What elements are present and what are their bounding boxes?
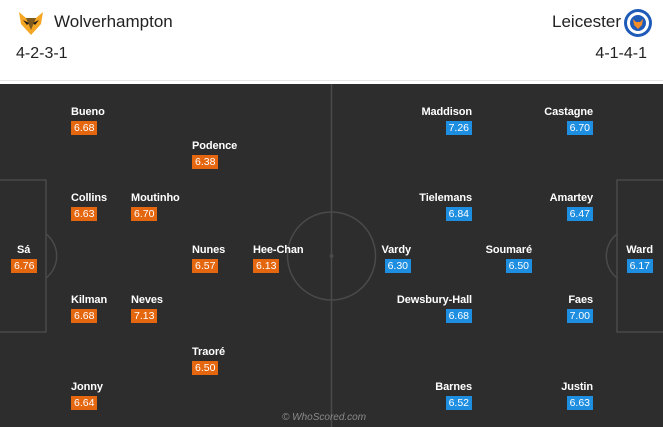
player-rating: 6.57 xyxy=(192,259,219,273)
player-name: Vardy xyxy=(381,244,412,256)
player-rating: 6.38 xyxy=(192,155,219,169)
player-rating: 6.84 xyxy=(445,207,472,221)
away-player-amartey[interactable]: Amartey 6.47 xyxy=(550,192,593,228)
player-name: Maddison xyxy=(421,106,472,118)
pitch-markings xyxy=(0,84,663,427)
player-rating: 7.00 xyxy=(566,309,593,323)
player-name: Justin xyxy=(561,381,593,393)
home-player-jonny[interactable]: Jonny 6.64 xyxy=(71,381,103,417)
player-rating: 6.50 xyxy=(505,259,532,273)
player-rating: 6.68 xyxy=(71,309,98,323)
home-player-podence[interactable]: Podence 6.38 xyxy=(192,140,237,176)
fox-crest-icon[interactable] xyxy=(623,8,653,38)
player-rating: 7.26 xyxy=(445,121,472,135)
player-rating: 6.63 xyxy=(566,396,593,410)
pitch: Bueno 6.68 Podence 6.38 Collins 6.63 Mou… xyxy=(0,84,663,427)
player-name: Nunes xyxy=(192,244,226,256)
wolf-head-icon[interactable] xyxy=(16,8,46,38)
player-name: Dewsbury-Hall xyxy=(396,294,472,306)
player-name: Tielemans xyxy=(419,192,472,204)
player-name: Kilman xyxy=(71,294,108,306)
player-name: Hee-Chan xyxy=(253,244,304,256)
player-rating: 6.76 xyxy=(11,259,38,273)
player-rating: 6.70 xyxy=(566,121,593,135)
player-name: Neves xyxy=(131,294,163,306)
home-player-neves[interactable]: Neves 7.13 xyxy=(131,294,163,330)
away-formation: 4-1-4-1 xyxy=(595,45,647,62)
player-rating: 7.13 xyxy=(131,309,158,323)
player-name: Collins xyxy=(71,192,107,204)
away-player-soumare[interactable]: Soumaré 6.50 xyxy=(486,244,532,280)
player-rating: 6.13 xyxy=(253,259,280,273)
home-formation: 4-2-3-1 xyxy=(16,45,68,62)
away-player-faes[interactable]: Faes 7.00 xyxy=(566,294,593,330)
away-player-tielemans[interactable]: Tielemans 6.84 xyxy=(419,192,472,228)
player-rating: 6.63 xyxy=(71,207,98,221)
player-name: Ward xyxy=(626,244,653,256)
player-rating: 6.17 xyxy=(626,259,653,273)
player-name: Moutinho xyxy=(131,192,180,204)
player-rating: 6.50 xyxy=(192,361,219,375)
player-rating: 6.68 xyxy=(445,309,472,323)
away-player-castagne[interactable]: Castagne 6.70 xyxy=(544,106,593,142)
home-player-collins[interactable]: Collins 6.63 xyxy=(71,192,107,228)
player-rating: 6.52 xyxy=(445,396,472,410)
player-name: Amartey xyxy=(549,192,593,204)
player-rating: 6.64 xyxy=(71,396,98,410)
player-rating: 6.30 xyxy=(384,259,411,273)
away-team-name[interactable]: Leicester xyxy=(552,12,621,31)
home-team-name[interactable]: Wolverhampton xyxy=(54,12,173,31)
player-rating: 6.47 xyxy=(566,207,593,221)
away-player-maddison[interactable]: Maddison 7.26 xyxy=(421,106,472,142)
away-player-dewsbury-hall[interactable]: Dewsbury-Hall 6.68 xyxy=(397,294,472,330)
player-name: Traoré xyxy=(192,346,226,358)
home-player-moutinho[interactable]: Moutinho 6.70 xyxy=(131,192,180,228)
whoscored-watermark: © WhoScored.com xyxy=(282,412,367,423)
away-player-ward[interactable]: Ward 6.17 xyxy=(626,244,653,280)
home-player-sa[interactable]: Sá 6.76 xyxy=(11,244,38,280)
home-player-kilman[interactable]: Kilman 6.68 xyxy=(71,294,107,330)
player-name: Jonny xyxy=(71,381,103,393)
player-name: Bueno xyxy=(71,106,105,118)
player-name: Podence xyxy=(192,140,238,152)
home-player-bueno[interactable]: Bueno 6.68 xyxy=(71,106,105,142)
home-player-traore[interactable]: Traoré 6.50 xyxy=(192,346,225,382)
player-name: Castagne xyxy=(544,106,593,118)
home-player-hee-chan[interactable]: Hee-Chan 6.13 xyxy=(253,244,304,280)
home-player-nunes[interactable]: Nunes 6.57 xyxy=(192,244,225,280)
player-rating: 6.70 xyxy=(131,207,158,221)
player-name: Faes xyxy=(568,294,593,306)
away-player-barnes[interactable]: Barnes 6.52 xyxy=(435,381,472,417)
player-name: Sá xyxy=(17,244,31,256)
player-name: Soumaré xyxy=(485,244,532,256)
player-name: Barnes xyxy=(435,381,472,393)
away-player-justin[interactable]: Justin 6.63 xyxy=(561,381,593,417)
away-player-vardy[interactable]: Vardy 6.30 xyxy=(382,244,411,280)
match-header: Wolverhampton 4-2-3-1 Leicester 4-1-4-1 xyxy=(0,0,663,81)
player-rating: 6.68 xyxy=(71,121,98,135)
